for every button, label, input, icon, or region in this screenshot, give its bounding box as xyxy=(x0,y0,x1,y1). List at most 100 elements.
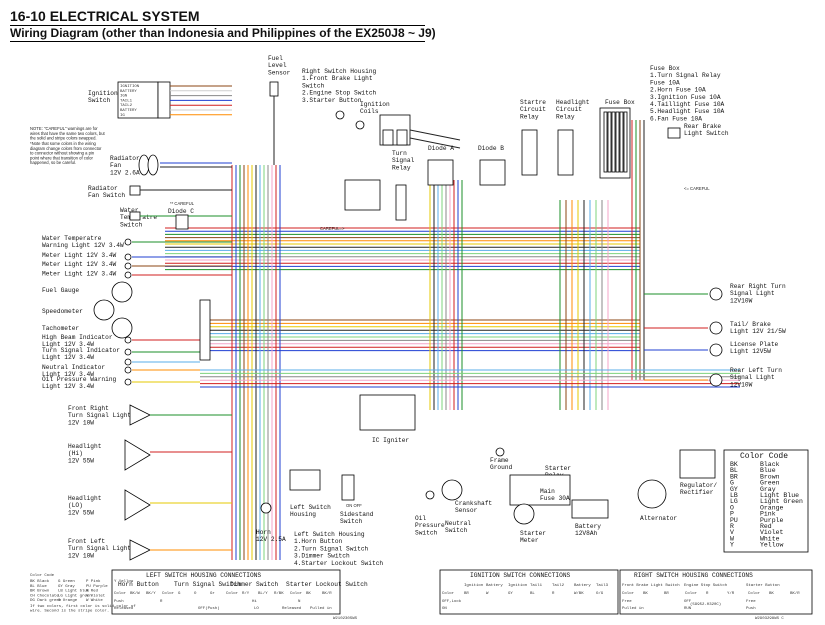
oil-pressure-warning-label: Oil Pressure Warning xyxy=(42,376,117,383)
color-code-name: Blue xyxy=(760,467,776,474)
tail-brake-light-label: Tail/ Brake xyxy=(730,321,771,328)
main-fuse-label: Fuse 30A xyxy=(540,495,570,502)
right-table-cell: Pulled in xyxy=(622,606,644,611)
headlight-circuit-relay-label: Headlight xyxy=(556,99,590,106)
right-table-cell: Color xyxy=(748,591,761,596)
right-table-cell: BR xyxy=(664,592,669,596)
alternator-label: Alternator xyxy=(640,515,677,522)
license-plate-light-label: Light 12V5W xyxy=(730,348,771,355)
right-table-cell: Free xyxy=(622,599,632,604)
fuse-icon xyxy=(615,111,620,173)
front-left-turn-signal-icon xyxy=(129,539,151,561)
junction-connector xyxy=(344,179,381,211)
starter-motor-icon xyxy=(513,503,535,525)
water-temp-switch-label: Water xyxy=(120,207,139,214)
radiator-fan-switch-label: Fan Switch xyxy=(88,192,125,199)
water-temp-switch-icon xyxy=(129,211,141,221)
color-code-name: Gray xyxy=(760,486,776,493)
diode-a-label: Diode A xyxy=(428,145,454,152)
coil-wire xyxy=(409,129,461,141)
speedometer-dial-icon xyxy=(93,299,115,321)
footer-code-2: W2903298WS C xyxy=(755,617,784,621)
left-switch-housing-table xyxy=(111,569,341,615)
ign-table-head: Battery xyxy=(574,583,591,588)
radiator-fan-switch-icon xyxy=(129,185,141,196)
left-table-cell: Released xyxy=(282,606,302,611)
left-table-cell: G xyxy=(178,592,181,596)
color-code-abbrev: GY xyxy=(730,486,738,493)
color-code-abbrev: P xyxy=(730,511,734,518)
front-right-turn-signal-label: Turn Signal Light xyxy=(68,412,131,419)
footer-code-3: (59952-0320C) xyxy=(690,602,721,607)
starter-relay-label: Starter xyxy=(545,465,571,472)
ign-table-cell: BL xyxy=(530,592,535,596)
turn-signal-relay-icon xyxy=(395,184,407,221)
coil-wire xyxy=(409,137,461,149)
left-table-section: Turn Signal Switch xyxy=(174,581,241,588)
ign-table-cell: ON xyxy=(442,607,447,611)
right-switch-housing-label: 2.Engine Stop Switch xyxy=(302,90,377,97)
small-legend-item: LB Light blue xyxy=(58,589,90,594)
left-table-cell: Pulled in xyxy=(310,606,332,611)
front-right-turn-signal-icon xyxy=(129,404,151,426)
page-title: 16-10 ELECTRICAL SYSTEM xyxy=(10,8,200,24)
right-switch-housing-label: Switch xyxy=(302,82,325,89)
careful-mark: ** CAREFUL xyxy=(170,201,195,206)
ignition-coils-label: Coils xyxy=(360,108,379,115)
headlight-hi-icon xyxy=(124,439,151,471)
headlight-lo-icon xyxy=(124,489,151,521)
color-code-name: Brown xyxy=(760,473,780,480)
turn-signal-relay-label: Signal xyxy=(392,157,415,164)
left-table-section: Starter Lockout Switch xyxy=(286,581,368,588)
ic-igniter-box xyxy=(359,394,416,431)
turn-signal-relay-label: Turn xyxy=(392,150,407,157)
rear-left-turn-signal-label: Signal Light xyxy=(730,374,775,381)
color-code-abbrev: G xyxy=(730,480,734,487)
front-right-turn-signal-label: 12V 10W xyxy=(68,419,94,426)
right-switch-housing-table xyxy=(619,569,813,615)
color-code-name: Pink xyxy=(760,511,776,518)
headlight-hi-label: (Hi) xyxy=(68,450,83,457)
left-table-cell: BK/W xyxy=(130,591,140,596)
fuse-icon xyxy=(619,111,624,173)
ign-table-cell: W xyxy=(486,592,489,596)
starter-motor-label: Starter xyxy=(520,530,546,537)
right-table-cell: BK xyxy=(643,592,648,596)
color-code-abbrev: BK xyxy=(730,461,738,468)
headlight-hi-label: 12V 55W xyxy=(68,457,94,464)
license-plate-light-icon xyxy=(709,343,723,357)
meter-light-label: Meter Light 12V 3.4W xyxy=(42,261,117,268)
headlight-circuit-relay-icon xyxy=(557,129,574,176)
diode-c-label: Diode C xyxy=(168,208,194,215)
fuse-list: 6.Fan Fuse 10A xyxy=(650,115,702,122)
small-legend-item: DG Dark green xyxy=(30,598,62,603)
alternator-icon xyxy=(637,479,667,509)
rear-left-turn-signal-icon xyxy=(709,373,723,387)
ignition-switch-label: Switch xyxy=(88,97,111,104)
footer-code-1: W210230SWS xyxy=(333,617,358,621)
color-code-name: Light Green xyxy=(760,498,803,505)
rear-brake-switch-icon xyxy=(667,127,681,139)
right-switch-housing-label: 3.Starter Button xyxy=(302,97,362,104)
color-code-name: Black xyxy=(760,461,780,468)
radiator-fan-blade-icon xyxy=(138,154,150,176)
left-table-cell: Gr xyxy=(210,591,215,596)
sidestand-state: ON OFF xyxy=(346,503,362,508)
color-code-name: Red xyxy=(760,523,772,530)
front-left-turn-signal-label: Front Left xyxy=(68,538,105,545)
rear-right-turn-signal-label: Signal Light xyxy=(730,290,775,297)
diode-b-icon xyxy=(479,159,506,186)
turn-signal-indicator-label: Turn Signal Indicator xyxy=(42,347,120,354)
radiator-fan-blade-icon xyxy=(147,154,159,176)
color-code-name: Violet xyxy=(760,529,784,536)
color-change-note: diagram change colors from connector xyxy=(30,146,102,151)
right-switch-housing-label: 1.Front Brake Light xyxy=(302,75,373,82)
high-beam-indicator-label: Light 12V 3.4W xyxy=(42,341,94,348)
rear-left-turn-signal-label: Rear Left Turn xyxy=(730,367,782,374)
regulator-label: Regulator/ xyxy=(680,482,717,489)
page-subtitle: Wiring Diagram (other than Indonesia and… xyxy=(10,26,436,40)
turn-signal-relay-label: Relay xyxy=(392,164,411,171)
small-legend-note: If two colors, first color is solid colo… xyxy=(30,604,136,609)
radiator-fan-label: Radiator xyxy=(110,155,140,162)
